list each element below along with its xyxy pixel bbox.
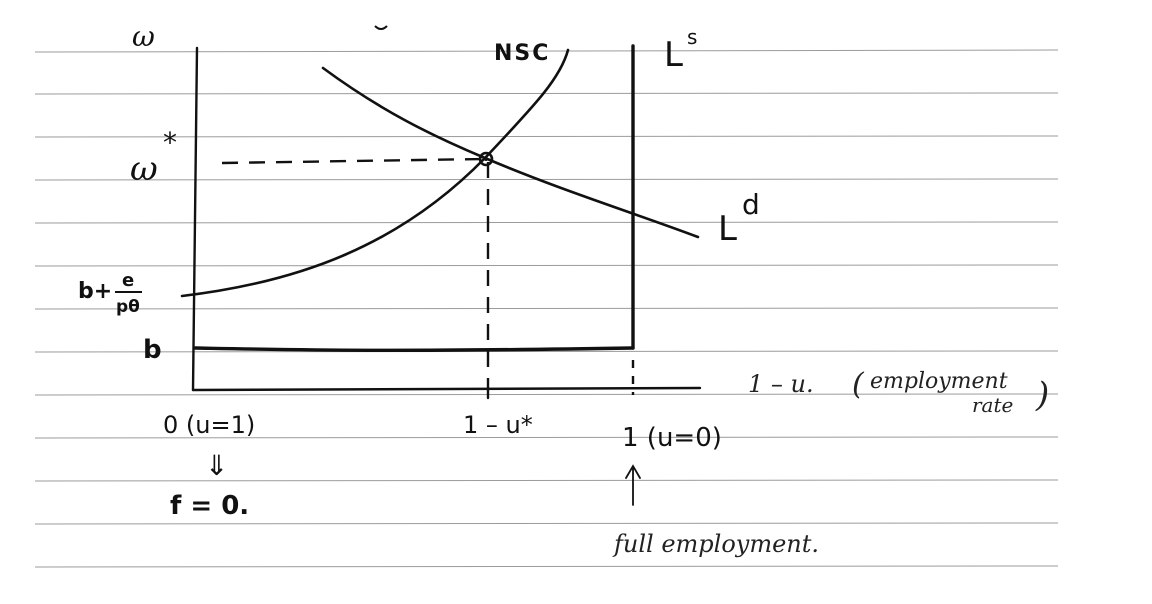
x-axis-label: 1 – u. bbox=[748, 370, 814, 398]
b-line bbox=[193, 346, 635, 353]
b-plus-denominator: pθ bbox=[116, 297, 140, 317]
b-plus-numerator: e bbox=[122, 270, 134, 291]
labor-supply-superscript: s bbox=[687, 25, 697, 49]
x-axis-note-line2: rate bbox=[972, 393, 1013, 417]
tick-ustar-label: 1 – u* bbox=[463, 411, 533, 439]
equilibrium-point bbox=[478, 151, 494, 167]
x-axis-note-close-paren: ) bbox=[1035, 375, 1049, 415]
implies-arrow: ⇓ bbox=[205, 449, 228, 482]
b-label: b bbox=[143, 335, 162, 365]
ruled-lines bbox=[34, 49, 1059, 568]
nsc-curve bbox=[180, 48, 570, 298]
w-star-dashed-line bbox=[221, 157, 485, 165]
y-axis bbox=[191, 46, 199, 392]
x-axis-note-line1: employment bbox=[870, 369, 1008, 394]
x-axis bbox=[191, 386, 702, 392]
f-zero-label: f = 0. bbox=[170, 491, 249, 521]
w-star-superscript: * bbox=[163, 126, 177, 159]
tick-one-label: 1 (u=0) bbox=[622, 423, 722, 453]
full-employment-note: full employment. bbox=[612, 530, 819, 558]
y-axis-label: ω bbox=[132, 20, 155, 53]
stray-mark bbox=[374, 25, 388, 30]
labor-demand-superscript: d bbox=[742, 188, 760, 221]
w-star-label: ω bbox=[130, 149, 158, 189]
nsc-label: NSC bbox=[494, 41, 550, 66]
up-arrow-icon bbox=[625, 464, 641, 506]
x-axis-note-open-paren: ( bbox=[852, 367, 865, 402]
b-plus-prefix: b+ bbox=[78, 279, 112, 304]
labor-demand-label: L bbox=[718, 209, 737, 249]
tick-zero-label: 0 (u=1) bbox=[163, 411, 255, 439]
labor-supply-label: L bbox=[664, 35, 683, 75]
